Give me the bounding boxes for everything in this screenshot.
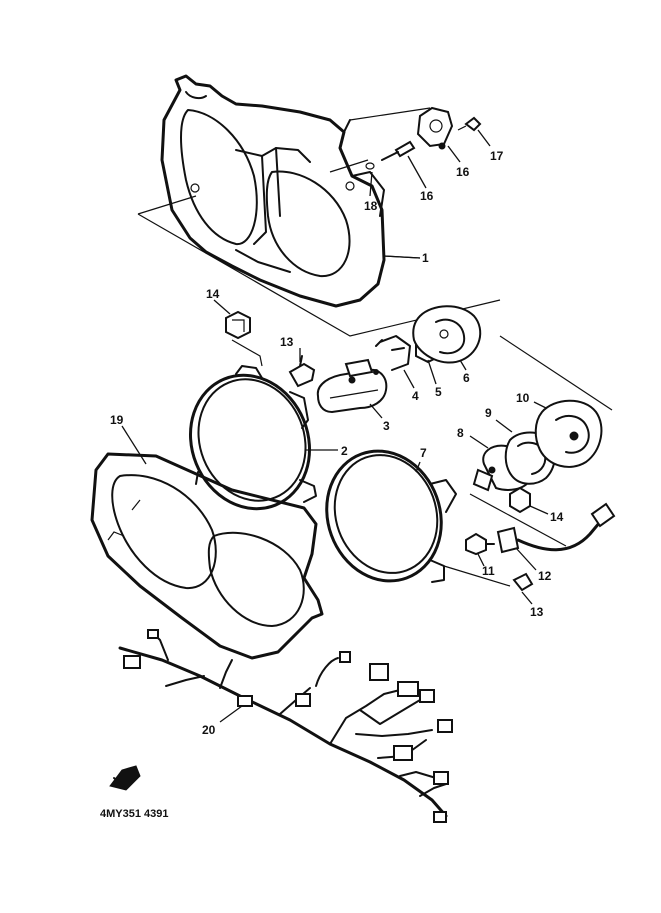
callout-8: 8 — [457, 426, 464, 440]
callout-17: 17 — [490, 149, 504, 163]
callout-3: 3 — [383, 419, 390, 433]
callout-11: 11 — [482, 564, 495, 578]
bulb-retainer-parts — [375, 305, 613, 411]
callout-4: 4 — [412, 389, 419, 403]
diagram-code: 4MY351 4391 — [100, 808, 169, 820]
lower-connectors — [443, 486, 616, 592]
headlight-unit-left — [188, 365, 317, 511]
high-beam-assembly — [469, 399, 603, 547]
front-direction-icon — [109, 765, 141, 791]
callout-19: 19 — [110, 413, 124, 427]
callout-9: 9 — [485, 406, 492, 420]
headlight-bezel — [90, 452, 324, 660]
callout-18: 18 — [364, 199, 378, 213]
headlight-unit-right — [325, 449, 457, 583]
callout-20: 20 — [202, 723, 216, 737]
callout-13-lower: 13 — [530, 605, 544, 619]
headlight-housing — [137, 74, 501, 337]
callout-16-bolt: 16 — [420, 189, 434, 203]
callout-12: 12 — [538, 569, 552, 583]
headlight-bulb — [316, 358, 388, 414]
socket-upper — [288, 355, 316, 388]
callout-6: 6 — [463, 371, 470, 385]
adjuster-hardware — [329, 106, 482, 173]
clip-nut-upper — [225, 310, 263, 367]
wire-harness — [118, 629, 453, 823]
callout-14-lower: 14 — [550, 510, 564, 524]
callout-leaders — [121, 129, 549, 723]
callout-5: 5 — [435, 385, 442, 399]
callout-1: 1 — [422, 251, 429, 265]
callout-7: 7 — [420, 446, 427, 460]
callout-14-upper: 14 — [206, 287, 220, 301]
callout-16-knob: 16 — [456, 165, 470, 179]
callout-2: 2 — [341, 444, 348, 458]
callout-10: 10 — [516, 391, 530, 405]
callout-labels: 1 2 3 4 5 6 7 8 9 10 11 12 13 13 14 14 1… — [110, 149, 564, 737]
callout-13-upper: 13 — [280, 335, 294, 349]
